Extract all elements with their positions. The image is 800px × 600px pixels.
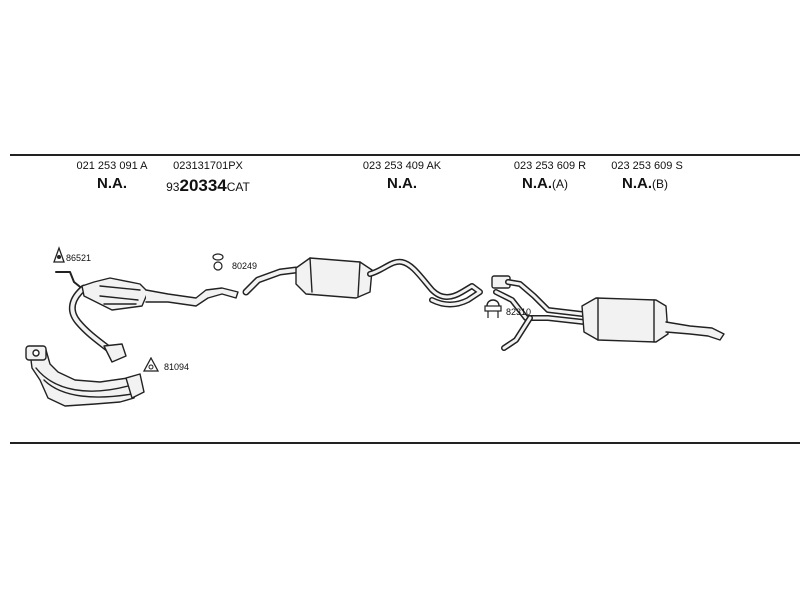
part-number-catalyst: 023131701PX (173, 160, 243, 172)
status-text: N.A. (522, 175, 552, 192)
part-number-rear-silencer-b: 023 253 609 S (611, 160, 683, 172)
bottom-divider (10, 442, 800, 444)
status-rear-silencer-b: N.A.(B) (622, 175, 668, 192)
status-front-pipe: N.A. (97, 175, 127, 192)
gasket-icon (143, 357, 159, 372)
status-rear-silencer-a: N.A.(A) (522, 175, 568, 192)
callout-82310: 82310 (506, 307, 532, 317)
status-text: N.A. (622, 175, 652, 192)
catalyst-code-suffix: CAT (226, 180, 250, 194)
catalyst-code-main: 20334 (179, 176, 227, 195)
clamp-icon (212, 253, 224, 271)
catalytic-converter (81, 277, 239, 311)
part-number-rear-silencer-a: 023 253 609 R (513, 160, 587, 172)
exhaust-manifold (25, 345, 145, 407)
catalyst-code-prefix: 93 (166, 180, 180, 194)
callout-81094: 81094 (164, 362, 190, 372)
part-number-middle-silencer: 023 253 409 AK (362, 160, 442, 172)
front-pipe (55, 271, 127, 363)
middle-silencer (295, 257, 483, 308)
status-text: N.A. (97, 175, 127, 192)
intermediate-pipe (242, 266, 300, 296)
clamp-icon (484, 299, 502, 318)
variant-suffix: (B) (652, 177, 668, 191)
part-number-front-pipe: 021 253 091 A (76, 160, 148, 172)
status-middle-silencer: N.A. (387, 175, 417, 192)
catalyst-code: 9320334CAT (166, 176, 250, 196)
gasket-icon (53, 246, 65, 263)
rear-silencer (581, 297, 725, 343)
status-text: N.A. (387, 175, 417, 192)
rear-y-pipe (491, 275, 587, 351)
callout-80249: 80249 (232, 261, 258, 271)
top-divider (10, 154, 800, 156)
variant-suffix: (A) (552, 177, 568, 191)
callout-86521: 86521 (66, 253, 92, 263)
